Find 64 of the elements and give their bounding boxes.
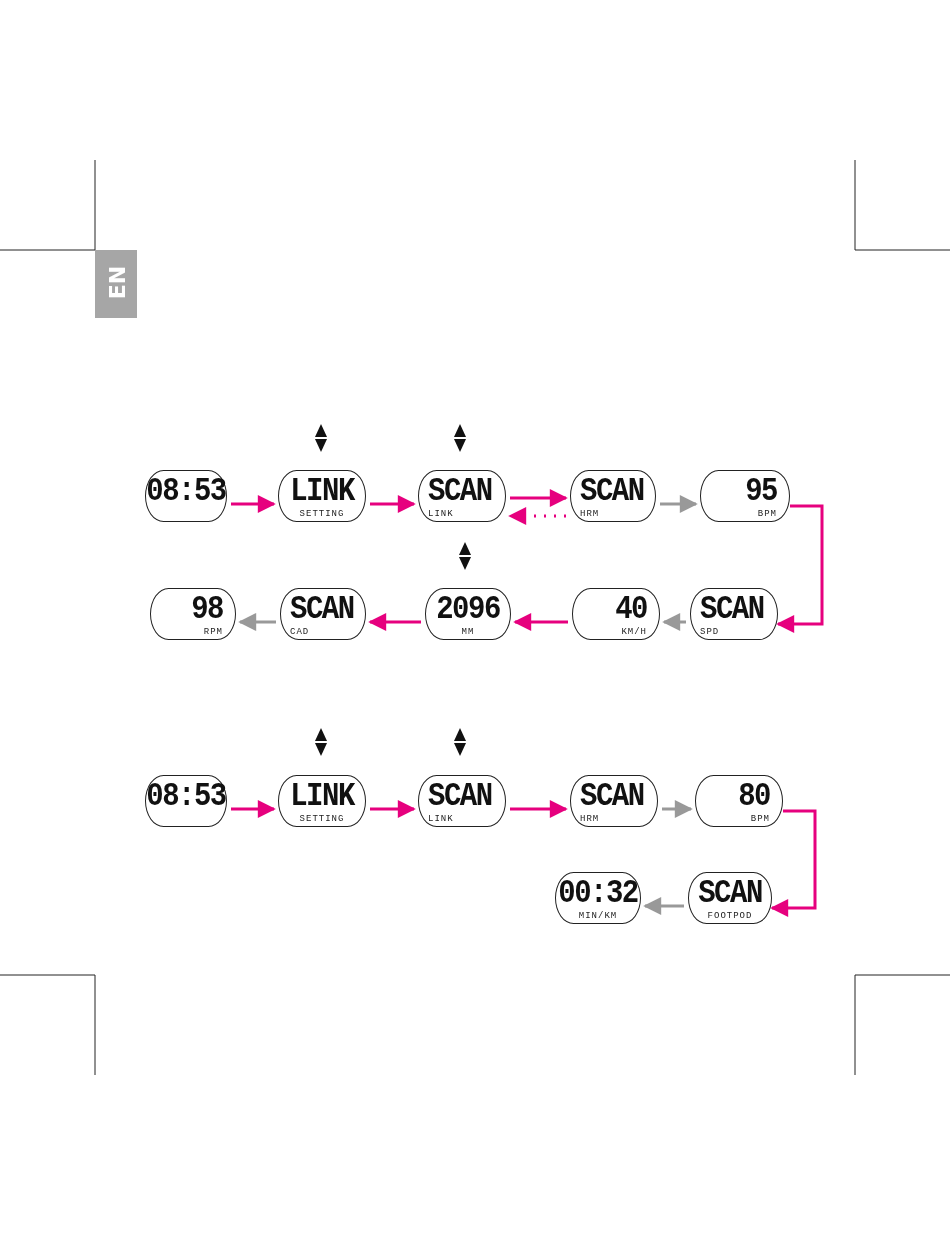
arrow: [660, 495, 698, 513]
display-unit: BPM: [757, 509, 777, 519]
display-reading: SCAN: [580, 474, 644, 511]
arrow: [231, 800, 276, 818]
arrow: [662, 613, 686, 631]
display-reading: 95: [745, 474, 777, 511]
lcd-display: [425, 588, 511, 640]
lcd-display: [700, 470, 790, 522]
arrow: [510, 489, 568, 507]
lcd-display: [572, 588, 660, 640]
arrow: [368, 613, 421, 631]
display-reading: LINK: [289, 474, 356, 511]
arrow: [770, 809, 817, 917]
display-reading: LINK: [289, 779, 356, 816]
arrow: [643, 897, 684, 915]
lcd-display: [278, 775, 366, 827]
display-reading: SCAN: [700, 592, 764, 629]
display-unit: LINK: [428, 814, 454, 824]
display-reading: 2096: [435, 592, 501, 629]
lcd-display: [688, 872, 772, 924]
display-reading: 08:53: [146, 474, 226, 511]
arrow: [231, 495, 276, 513]
display-unit: FOOTPOD: [706, 911, 754, 921]
display-reading: SCAN: [428, 474, 492, 511]
display-reading: 08:53: [146, 779, 226, 816]
language-label: EN: [105, 265, 131, 300]
lcd-display: [280, 588, 366, 640]
display-unit: MM: [460, 627, 476, 637]
arrow: [662, 800, 693, 818]
display-reading: 98: [191, 592, 223, 629]
arrow: [370, 800, 416, 818]
display-reading: SCAN: [580, 779, 644, 816]
arrow: [510, 800, 568, 818]
lcd-display: [418, 775, 506, 827]
arrow: [776, 504, 824, 633]
display-unit: SPD: [700, 627, 720, 637]
display-unit: SETTING: [298, 509, 346, 519]
dotted-arrow: [508, 507, 566, 525]
display-unit: BPM: [750, 814, 770, 824]
display-unit: MIN/KM: [577, 911, 619, 921]
display-unit: HRM: [580, 509, 600, 519]
display-reading: SCAN: [428, 779, 492, 816]
lcd-display: [145, 775, 227, 827]
display-unit: KM/H: [621, 627, 647, 637]
arrow: [370, 495, 416, 513]
display-unit: HRM: [580, 814, 600, 824]
lcd-display: [570, 470, 656, 522]
lcd-display: [555, 872, 641, 924]
display-unit: CAD: [290, 627, 310, 637]
display-reading: SCAN: [290, 592, 354, 629]
display-reading: SCAN: [697, 876, 763, 913]
arrow: [238, 613, 276, 631]
arrow: [513, 613, 568, 631]
lcd-display: [145, 470, 227, 522]
lcd-display: [695, 775, 783, 827]
lcd-display: [570, 775, 658, 827]
lcd-display: [418, 470, 506, 522]
display-unit: RPM: [203, 627, 223, 637]
display-unit: LINK: [428, 509, 454, 519]
lcd-display: [690, 588, 778, 640]
display-reading: 80: [738, 779, 770, 816]
lcd-display: [150, 588, 236, 640]
lcd-display: [278, 470, 366, 522]
display-unit: SETTING: [298, 814, 346, 824]
